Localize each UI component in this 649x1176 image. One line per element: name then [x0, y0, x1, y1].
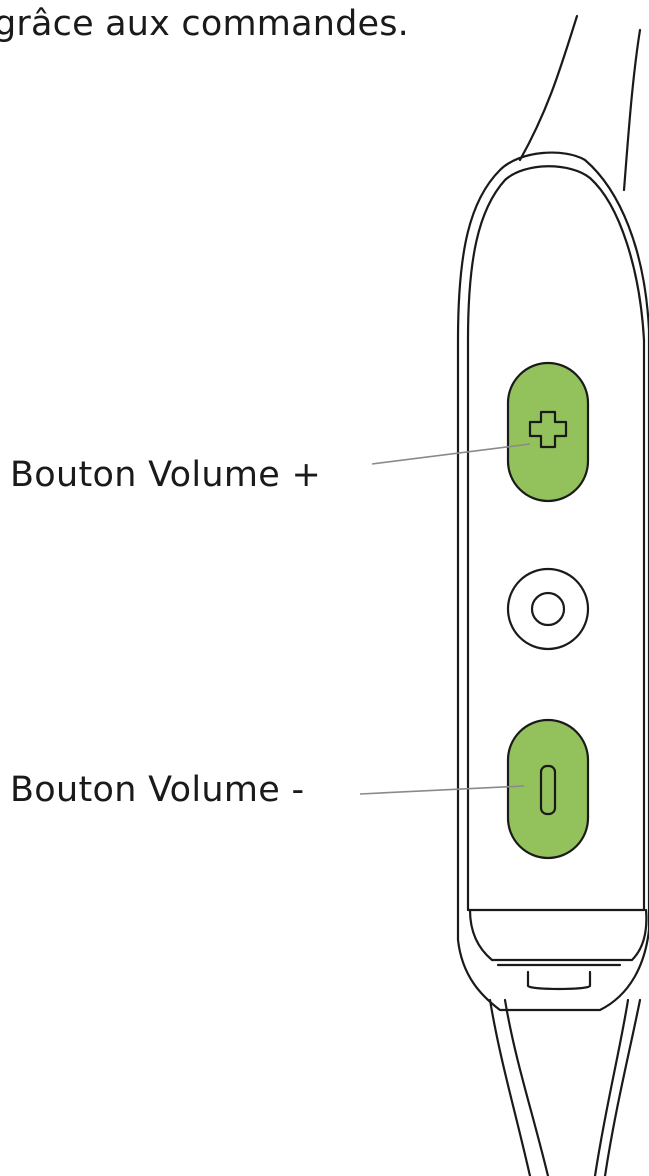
multifunction-button [506, 567, 590, 651]
cable-upper-left [518, 14, 579, 162]
cable-upper-right [622, 28, 642, 192]
remote-body-inner [466, 165, 646, 912]
volume-down-button [506, 718, 590, 860]
volume-down-label: Bouton Volume - [10, 770, 305, 810]
cable-lower-left-outer [488, 998, 532, 1176]
remote-bottom-clip [468, 908, 648, 962]
cable-lower-left-inner [503, 998, 550, 1176]
volume-up-label: Bouton Volume + [10, 455, 322, 495]
cable-lower-right-inner [593, 998, 630, 1176]
minus-icon [539, 764, 557, 816]
cable-clip [526, 970, 592, 991]
volume-down-leader [359, 785, 525, 795]
cable-lower-right-outer [603, 998, 642, 1176]
intro-text: grâce aux commandes. [0, 4, 410, 44]
volume-up-button [506, 361, 590, 503]
plus-icon [528, 410, 568, 449]
volume-up-leader [371, 443, 531, 465]
circle-button-icon [530, 591, 566, 627]
remote-body-outer [456, 151, 649, 1012]
